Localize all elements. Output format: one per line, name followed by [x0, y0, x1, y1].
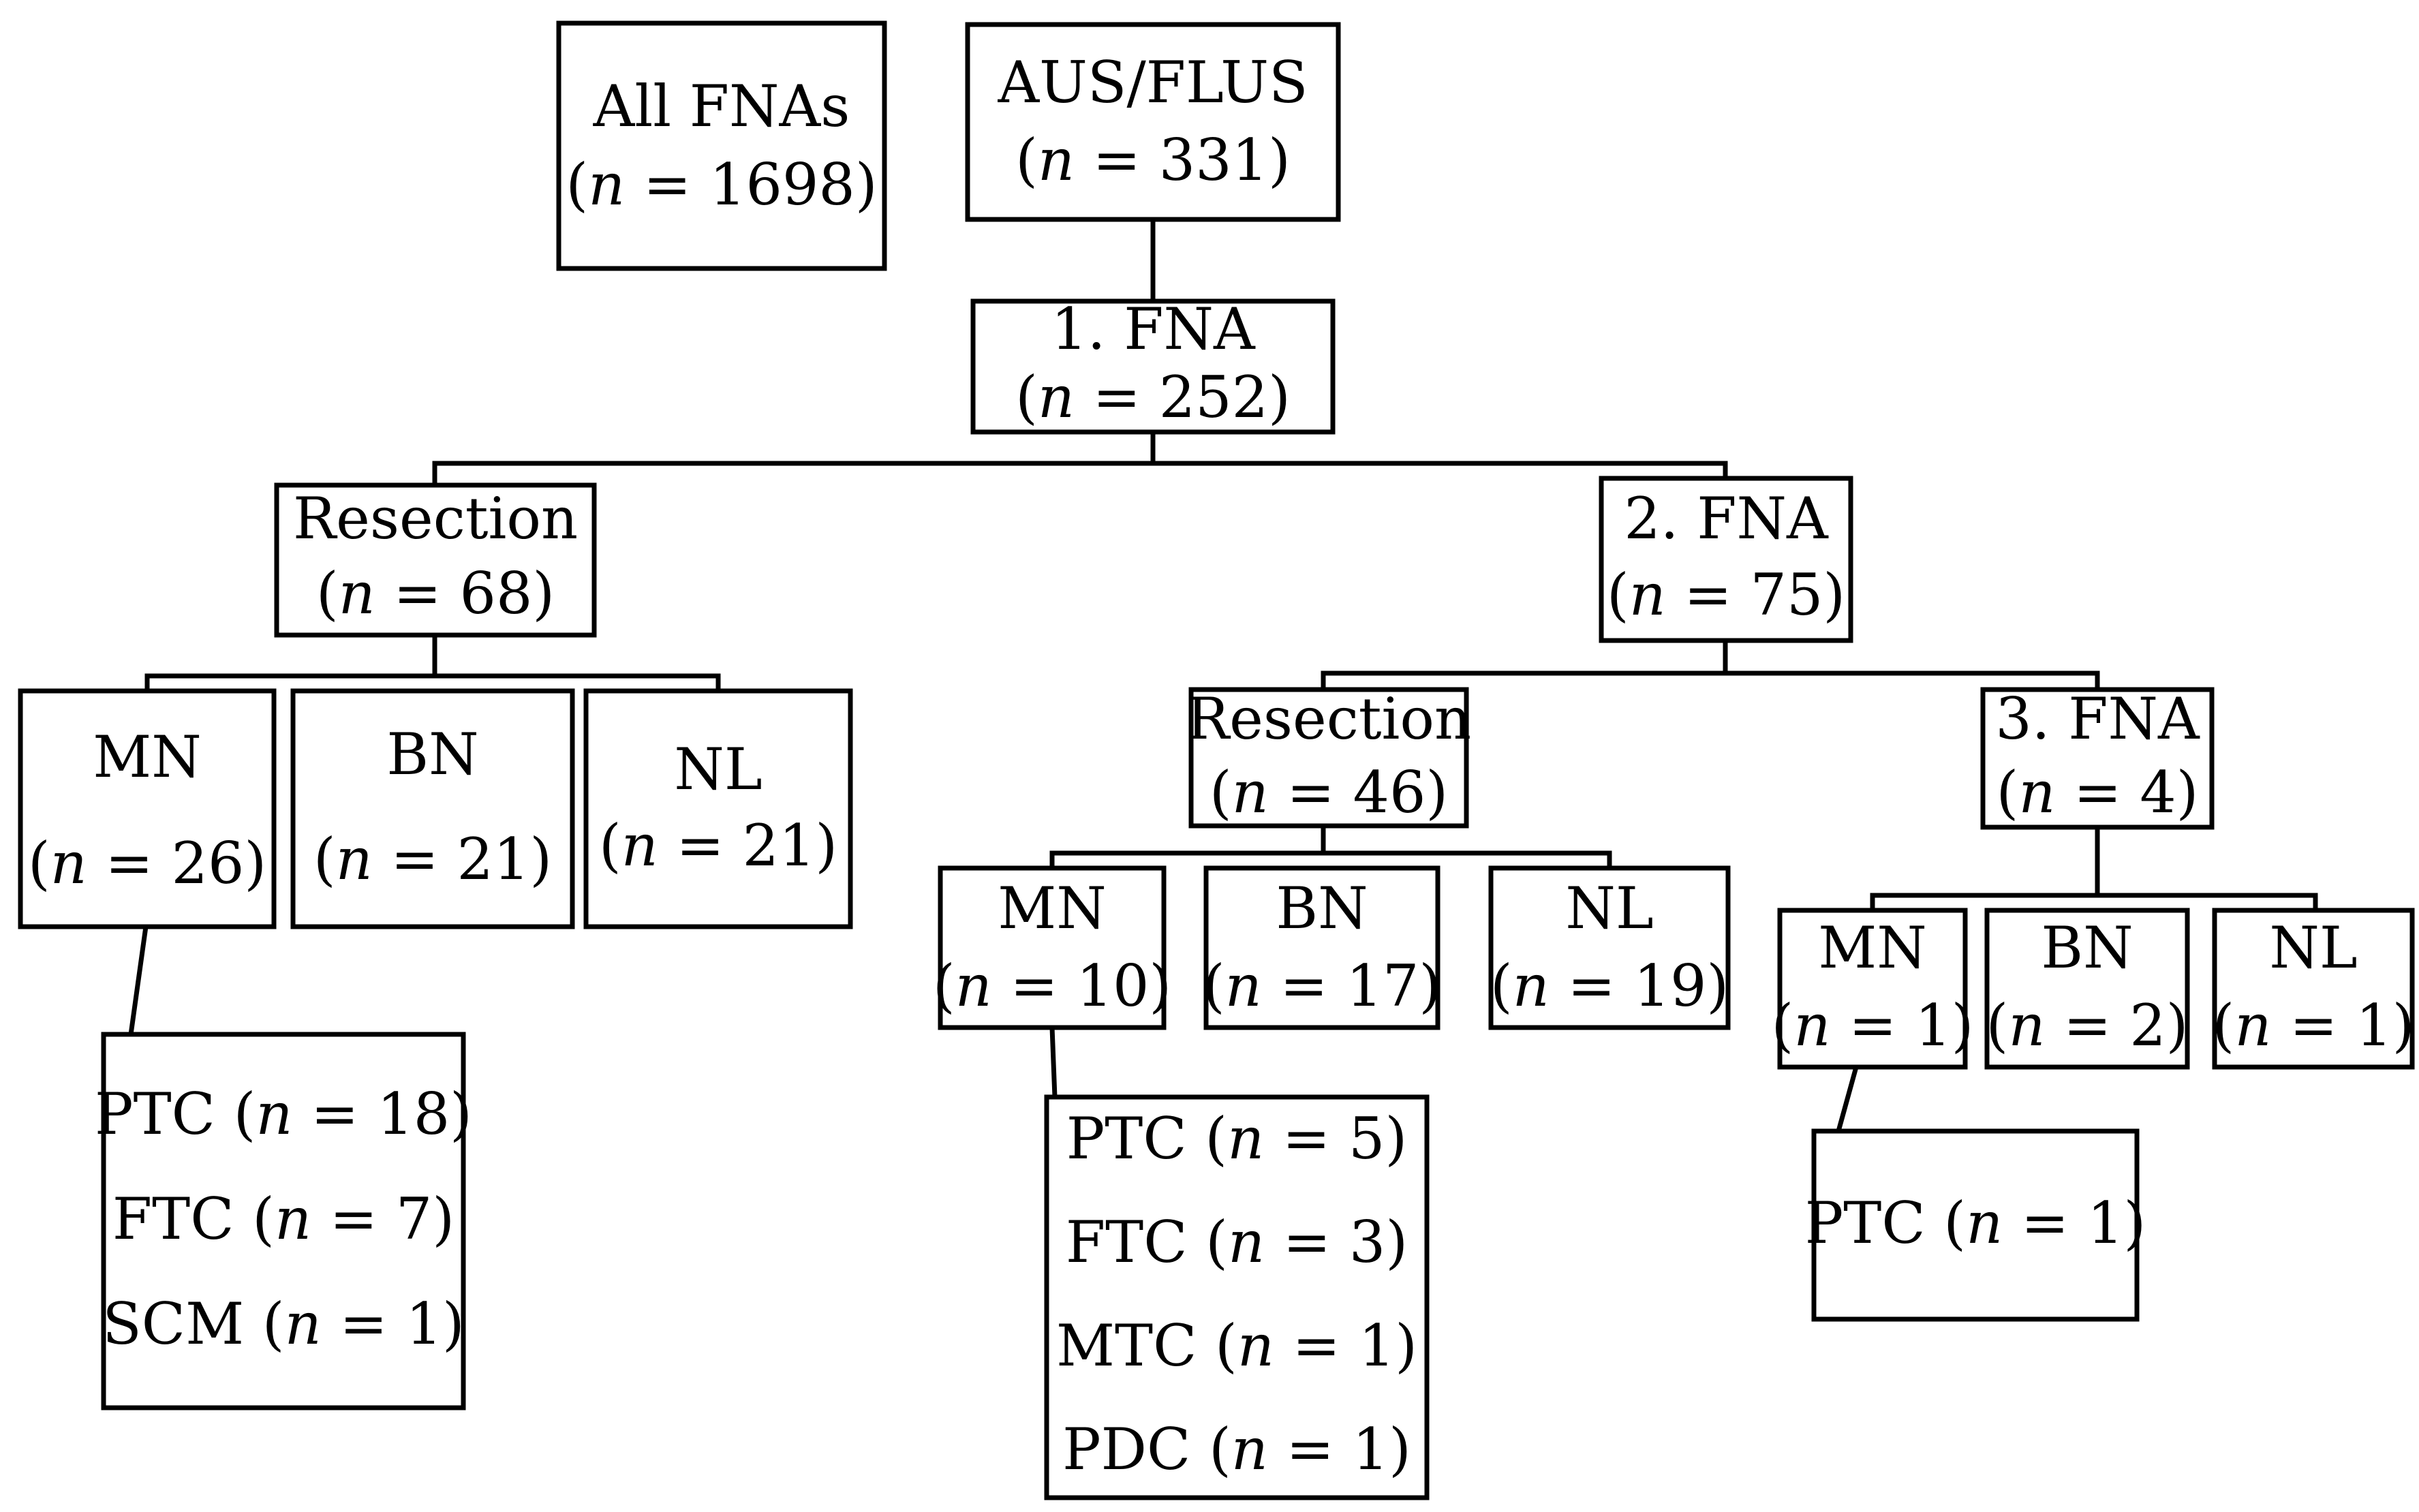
svg-text:(n = 1698): (n = 1698): [566, 151, 877, 218]
node-fna1: 1. FNA (n = 252): [970, 296, 1336, 435]
node-bn2-label: BN: [1276, 875, 1368, 942]
outcomes-mn2: PTC (n = 5) FTC (n = 3) MTC (n = 1) PDC …: [1044, 1094, 1430, 1500]
svg-text:(n = 252): (n = 252): [1015, 364, 1291, 431]
svg-text:(n = 17): (n = 17): [1203, 953, 1441, 1019]
node-fna3-count: 4: [2140, 759, 2176, 826]
connector-mn2-outcomes: [1049, 1025, 1058, 1100]
node-fna3-label: 3. FNA: [1995, 685, 2200, 752]
svg-text:(n = 21): (n = 21): [599, 812, 837, 879]
node-aus-flus: AUS/FLUS (n = 331): [965, 22, 1341, 222]
node-nl2: NL (n = 19): [1488, 865, 1731, 1030]
node-bn3-label: BN: [2041, 914, 2133, 981]
node-resection2-label: Resection: [1186, 685, 1471, 752]
svg-text:(n = 331): (n = 331): [1015, 127, 1291, 194]
svg-text:(n = 19): (n = 19): [1490, 953, 1729, 1019]
svg-text:(n = 75): (n = 75): [1607, 561, 1845, 628]
svg-text:(n = 26): (n = 26): [28, 830, 266, 897]
node-fna3: 3. FNA (n = 4): [1980, 685, 2215, 830]
node-mn3: MN (n = 1): [1772, 908, 1974, 1070]
node-nl2-count: 19: [1634, 953, 1707, 1019]
outcome-mn1-2: SCM (n = 1): [102, 1291, 464, 1357]
outcome-mn1-0: PTC (n = 18): [95, 1081, 472, 1147]
node-bn1-label: BN: [386, 721, 478, 788]
svg-text:(n = 1): (n = 1): [2213, 992, 2415, 1059]
outcome-mn2-3: PDC (n = 1): [1062, 1416, 1411, 1483]
node-all-fnas: All FNAs (n = 1698): [556, 20, 887, 271]
svg-text:(n = 4): (n = 4): [1997, 759, 2199, 826]
node-resection1-count: 68: [460, 560, 533, 627]
svg-text:(n = 2): (n = 2): [1986, 992, 2189, 1059]
node-bn3-count: 2: [2129, 992, 2166, 1059]
node-nl1: NL (n = 21): [583, 688, 853, 929]
outcome-mn2-1: FTC (n = 3): [1066, 1209, 1408, 1276]
svg-text:(n = 21): (n = 21): [313, 826, 552, 893]
svg-text:(n = 68): (n = 68): [316, 560, 555, 627]
node-nl2-label: NL: [1565, 875, 1653, 942]
node-resection1-label: Resection: [293, 485, 578, 552]
node-aus-flus-label: AUS/FLUS: [997, 49, 1308, 116]
outcomes-mn3: PTC (n = 1): [1805, 1128, 2146, 1322]
svg-text:(n = 10): (n = 10): [933, 953, 1171, 1019]
node-fna1-label: 1. FNA: [1051, 296, 1256, 362]
node-fna1-count: 252: [1159, 364, 1268, 431]
node-bn1-count: 21: [457, 826, 530, 893]
node-fna2-label: 2. FNA: [1624, 485, 1829, 552]
outcome-mn2-0: PTC (n = 5): [1066, 1105, 1407, 1172]
outcome-mn2-2: MTC (n = 1): [1056, 1312, 1417, 1379]
node-resection2: Resection (n = 46): [1186, 685, 1471, 829]
node-resection2-count: 46: [1353, 759, 1426, 826]
node-bn2-count: 17: [1346, 953, 1419, 1019]
node-nl1-count: 21: [743, 812, 816, 879]
node-all-fnas-label: All FNAs: [593, 73, 850, 140]
node-mn1-label: MN: [93, 724, 202, 790]
outcomes-mn1: PTC (n = 18) FTC (n = 7) SCM (n = 1): [95, 1032, 472, 1410]
node-all-fnas-count: 1698: [709, 151, 855, 218]
node-mn2-label: MN: [998, 875, 1107, 942]
node-mn1: MN (n = 26): [18, 688, 277, 929]
node-mn3-label: MN: [1818, 914, 1927, 981]
node-nl3-label: NL: [2269, 914, 2357, 981]
node-nl3: NL (n = 1): [2212, 908, 2415, 1070]
node-bn1: BN (n = 21): [290, 688, 575, 929]
connector-mn1-outcomes: [128, 924, 149, 1037]
node-nl1-label: NL: [674, 736, 762, 803]
node-nl3-count: 1: [2356, 992, 2392, 1059]
connectors: [128, 217, 2318, 1135]
svg-text:(n = 1): (n = 1): [1772, 992, 1974, 1059]
node-mn1-count: 26: [172, 830, 245, 897]
outcome-mn3-0: PTC (n = 1): [1805, 1190, 2146, 1256]
node-fna2-count: 75: [1751, 561, 1823, 628]
outcome-mn1-1: FTC (n = 7): [112, 1186, 454, 1252]
connector-mn3-outcomes: [1835, 1064, 1860, 1135]
node-bn3: BN (n = 2): [1984, 908, 2190, 1070]
node-aus-flus-count: 331: [1159, 127, 1268, 194]
node-fna2: 2. FNA (n = 75): [1599, 476, 1853, 643]
node-mn2: MN (n = 10): [933, 865, 1171, 1030]
node-resection1: Resection (n = 68): [274, 482, 597, 638]
node-mn2-count: 10: [1077, 953, 1150, 1019]
svg-text:(n = 46): (n = 46): [1210, 759, 1448, 826]
node-mn3-count: 1: [1915, 992, 1951, 1059]
node-bn2: BN (n = 17): [1203, 865, 1441, 1030]
